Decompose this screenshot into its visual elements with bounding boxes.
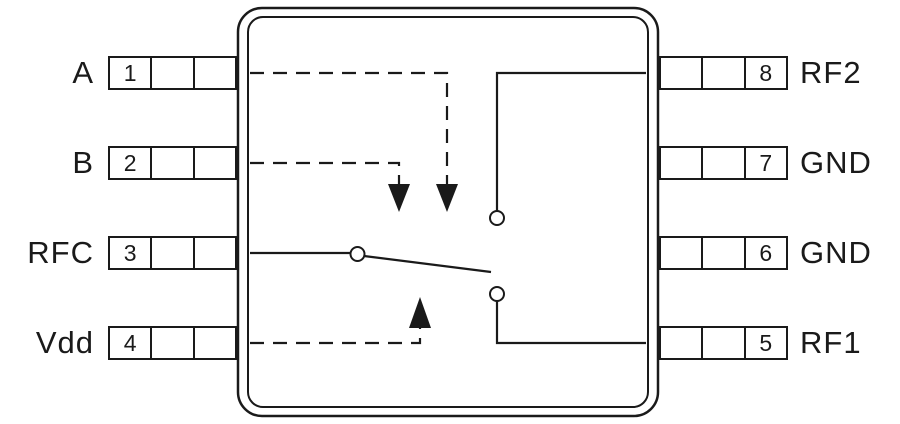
control-line-a: [250, 71, 449, 184]
pin-5-lead-segment: [661, 328, 704, 358]
pin-8-number: 8: [759, 59, 773, 86]
pin-5-lead: 5: [659, 326, 788, 360]
pin-4-number: 4: [110, 328, 153, 358]
pin-6-number: 6: [759, 239, 773, 266]
pin-7-lead-segment: [703, 148, 746, 178]
pin-3-lead: 3: [108, 236, 237, 270]
vdd-line: [250, 328, 422, 345]
pin-7-label: GND: [800, 145, 872, 180]
pin-1-label: A: [72, 55, 94, 90]
pin-5-lead-segment: [703, 328, 746, 358]
rf2-line: [495, 71, 646, 211]
pin-6-lead-segment: [703, 238, 746, 268]
pin-2-lead: 2: [108, 146, 237, 180]
pin-4-lead: 4: [108, 326, 237, 360]
pin-4-lead-segment: [195, 328, 235, 358]
pin-6-lead-segment: [661, 238, 704, 268]
pin-8-lead: 8: [659, 56, 788, 90]
pin-2-lead-segment: [152, 148, 195, 178]
pin-8-lead-segment: [703, 58, 746, 88]
switch-arm: [363, 254, 492, 274]
pin-1-lead: 1: [108, 56, 237, 90]
pin-3-number: 3: [110, 238, 153, 268]
pin-4-lead-segment: [152, 328, 195, 358]
pin-3-lead-segment: [152, 238, 195, 268]
pin-6-lead: 6: [659, 236, 788, 270]
pin-8-label: RF2: [800, 55, 862, 90]
pin-7-number: 7: [759, 149, 773, 176]
pin-1-number: 1: [110, 58, 153, 88]
pin-1-lead-segment: [195, 58, 235, 88]
pin-4-label: Vdd: [35, 325, 94, 360]
pin-5-label: RF1: [800, 325, 862, 360]
pin-3-lead-segment: [195, 238, 235, 268]
pin-5-number: 5: [759, 329, 773, 356]
rf1-line: [495, 301, 646, 345]
pin-7-lead-segment: [661, 148, 704, 178]
pin-2-number: 2: [110, 148, 153, 178]
chip-body-outer: [236, 6, 660, 418]
rf2-contact-circle: [489, 210, 505, 226]
control-arrow-down-b-icon: [388, 184, 410, 212]
switch-pivot-circle: [349, 246, 366, 262]
pin-1-lead-segment: [152, 58, 195, 88]
pin-7-lead: 7: [659, 146, 788, 180]
pin-8-lead-segment: [661, 58, 704, 88]
pin-3-label: RFC: [27, 235, 94, 270]
pin-6-label: GND: [800, 235, 872, 270]
vdd-arrow-up-icon: [409, 297, 431, 328]
chip-body-inner: [247, 16, 649, 408]
pin-2-lead-segment: [195, 148, 235, 178]
rf1-contact-circle: [489, 286, 505, 302]
control-line-b: [250, 161, 401, 184]
control-arrow-down-a-icon: [436, 184, 458, 212]
pin-2-label: B: [72, 145, 94, 180]
